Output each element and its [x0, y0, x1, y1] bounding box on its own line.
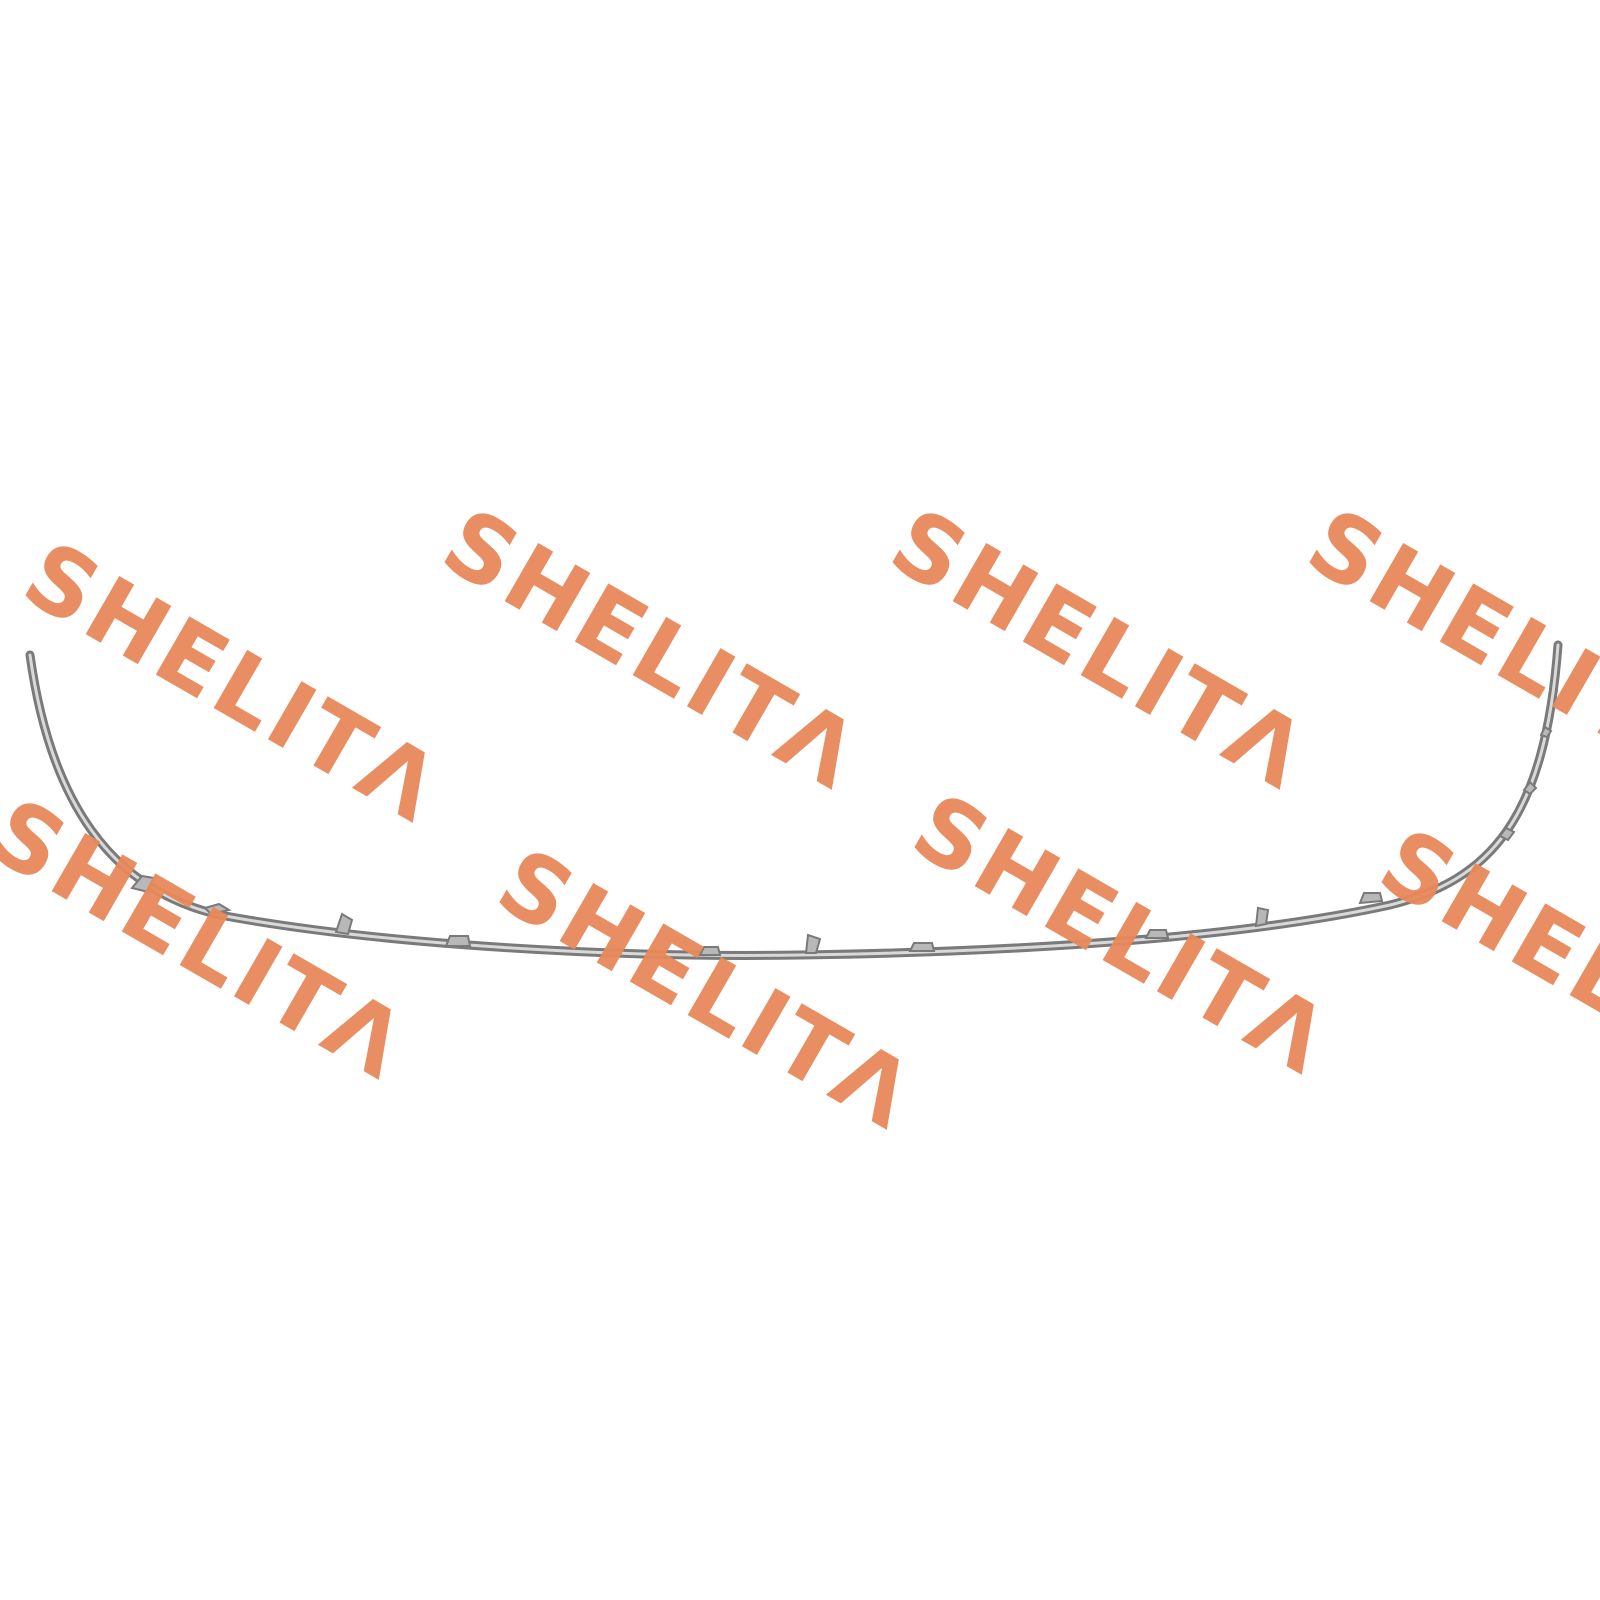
trim-strip-body	[25, 640, 1563, 960]
clip	[1522, 780, 1538, 796]
clip	[1144, 929, 1170, 939]
clip	[698, 946, 722, 956]
clip	[444, 935, 472, 947]
clip	[334, 912, 354, 936]
clip	[1539, 725, 1553, 739]
trim-strip-highlight	[28, 643, 1560, 957]
mounting-clips	[130, 725, 1553, 956]
clip	[1358, 892, 1384, 905]
clip	[203, 902, 232, 916]
clip	[1498, 826, 1516, 842]
clip	[130, 874, 156, 894]
clip	[1254, 906, 1270, 928]
clip	[804, 933, 822, 954]
clip	[908, 942, 936, 952]
